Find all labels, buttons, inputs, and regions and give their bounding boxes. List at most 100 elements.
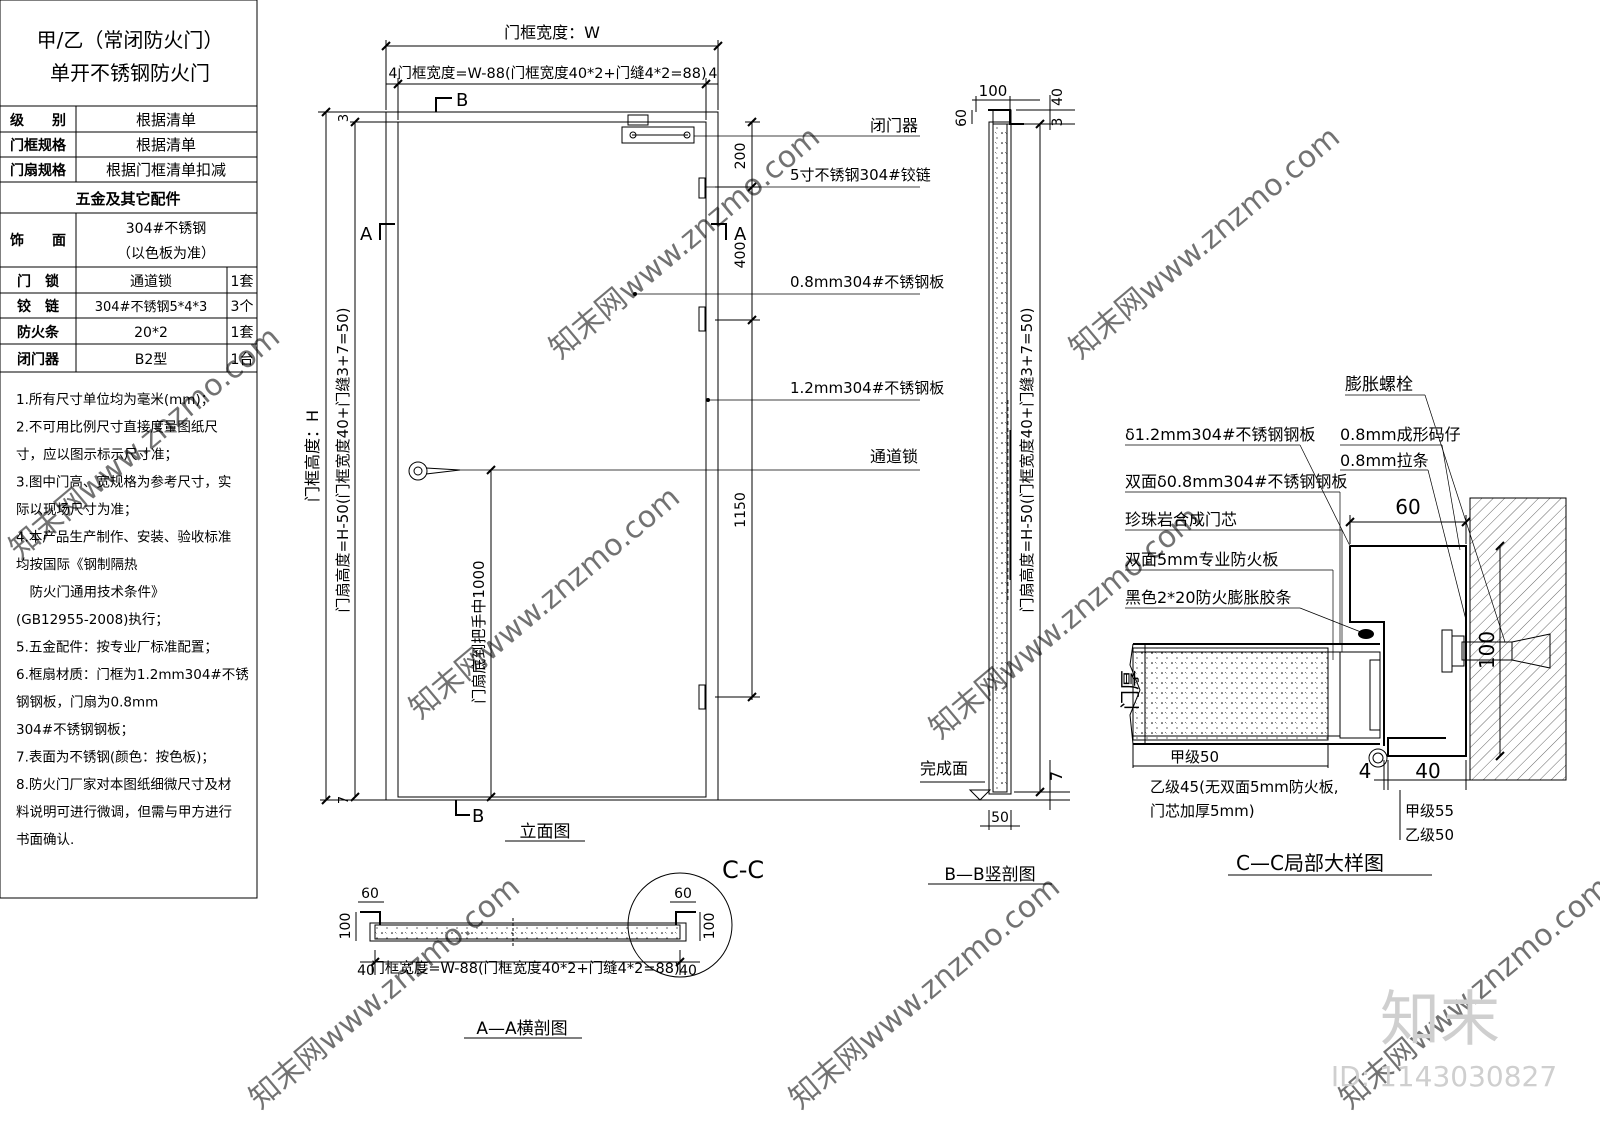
bb-dim-top-gap: 3 [1050, 118, 1066, 127]
aa-title: A—A横剖图 [476, 1019, 567, 1039]
cc-label-strip: 黑色2*20防火膨胀胶条 [1125, 588, 1292, 607]
hinge-bottom [698, 684, 706, 710]
bb-dim-bottom: 50 [991, 810, 1009, 826]
leaf-height-label: 门扇高度=H-50(门框宽度40+门缝3+7=50) [334, 307, 352, 612]
watermark-site-2: 知末网www.znzmo.com [1063, 120, 1347, 366]
note-line: 均按国际《钢制隔热 [16, 557, 138, 573]
door-closer [621, 114, 695, 144]
section-a-mark-left: A [360, 224, 373, 245]
hw-qty-closer: 1台 [231, 352, 254, 368]
section-b-mark-bottom: B [472, 806, 484, 827]
lock-handle [408, 461, 461, 481]
cc-dim-100: 100 [1475, 631, 1499, 669]
note-line: 钢钢板，门扇为0.8mm [16, 695, 158, 711]
finish-label: 饰 面 [10, 232, 66, 249]
aa-dim-100-right: 100 [702, 913, 718, 940]
aa-leaf-width: 门框宽度=W-88(门框宽度40*2+门缝4*2=88) [370, 960, 679, 977]
handle-height-label: 门扇底到把手中1000 [470, 560, 488, 703]
cc-label-strap: 0.8mm拉条 [1340, 451, 1429, 470]
cc-label-bolt: 膨胀螺栓 [1345, 375, 1413, 395]
bb-dim-top-right: 40 [1050, 88, 1066, 106]
aa-dim-40-right: 40 [679, 963, 697, 979]
cc-dim-40: 40 [1415, 759, 1440, 783]
hw-label-seal: 防火条 [17, 324, 60, 341]
hw-label-lock: 门 锁 [17, 273, 59, 290]
note-line: (GB12955-2008)执行； [16, 612, 169, 628]
hw-label-hinge: 铰 链 [17, 298, 60, 315]
top-gap-label: 3 [337, 114, 352, 122]
section-aa-view: 60 100 60 100 门框宽度=W-88(门框宽度40*2+门缝4*2=8… [338, 856, 764, 1039]
cc-grade-a-leaf: 甲级50 [1170, 748, 1219, 766]
hw-value-hinge: 304#不锈钢5*4*3 [95, 300, 208, 315]
bb-finish-floor: 完成面 [920, 759, 968, 778]
note-line: 寸，应以图示标示尺寸准； [16, 446, 178, 463]
section-a-mark-right: A [734, 224, 747, 245]
cc-dim-60: 60 [1395, 495, 1420, 519]
note-line: 防火门通用技术条件》 [16, 584, 165, 601]
watermark-id: ID: 1143030827 [1331, 1060, 1557, 1093]
cc-dim-4: 4 [1359, 759, 1372, 783]
hinge-middle [698, 306, 706, 332]
aa-dim-60-left: 60 [361, 886, 379, 902]
aa-dim-60-right: 60 [674, 886, 692, 902]
note-line: 7.表面为不锈钢(颜色：按色板)； [16, 749, 215, 766]
cc-label-clip: 0.8mm成形码仔 [1340, 425, 1461, 444]
note-line: 5.五金配件：按专业厂标准配置； [16, 640, 218, 656]
hw-qty-lock: 1套 [231, 274, 254, 290]
note-line: 际以现场尺寸为准； [16, 502, 138, 518]
note-line: 2.不可用比例尺寸直接度量图纸尺 [16, 419, 218, 436]
note-line: 书面确认. [16, 832, 74, 848]
cc-title: C—C局部大样图 [1236, 851, 1384, 875]
dim-400-label: 400 [733, 242, 749, 269]
cc-label-fire-board: 双面5mm专业防火板 [1125, 550, 1278, 569]
cc-grade-b-leaf-2: 门芯加厚5mm) [1150, 802, 1255, 820]
watermark-site-6: 知末网www.znzmo.com [783, 870, 1067, 1116]
hw-label-closer: 闭门器 [17, 351, 60, 368]
gap-right-label: 4 [709, 66, 718, 82]
dim-200-label: 200 [733, 143, 749, 170]
elevation-view: 闭门器 5寸不锈钢304#铰链 0.8mm304#不锈钢板 1.2mm304#不… [303, 23, 1010, 842]
note-line: 304#不锈钢钢板； [16, 722, 134, 738]
watermark-brand: 知末 [1380, 985, 1500, 1055]
note-line: 6.框扇材质：门框为1.2mm304#不锈 [16, 667, 249, 683]
cc-grade-b-frame: 乙级50 [1405, 826, 1454, 844]
cc-grade-a-frame: 甲级55 [1405, 802, 1454, 820]
section-b-mark-top: B [456, 90, 468, 111]
hw-value-closer: B2型 [135, 352, 168, 368]
callout-leaf-plate: 0.8mm304#不锈钢板 [790, 273, 944, 291]
hinge-top [698, 177, 706, 199]
finish-value-line1: 304#不锈钢 [126, 221, 206, 237]
dim-1150-label: 1150 [733, 492, 749, 528]
row-label-leaf: 门扇规格 [10, 162, 67, 179]
gap-left-label: 4 [389, 66, 398, 82]
watermark-site-3: 知末网www.znzmo.com [403, 480, 687, 726]
hardware-header: 五金及其它配件 [75, 190, 180, 208]
row-label-frame: 门框规格 [10, 137, 67, 154]
bottom-gap-label: 7 [337, 796, 352, 804]
bb-dim-bottom-gap: 7 [1047, 771, 1066, 781]
section-bb-view: 100 40 3 60 门扇高度=H-50(门框宽度40+门缝3+7=50) 7… [920, 82, 1075, 885]
bb-dim-side: 60 [954, 109, 970, 127]
leaf-width-label: 门框宽度=W-88(门框宽度40*2+门缝4*2=88) [397, 65, 706, 82]
hw-qty-seal: 1套 [231, 325, 254, 341]
cc-grade-b-leaf: 乙级45(无双面5mm防火板, [1150, 778, 1338, 796]
cc-label-frame-plate: δ1.2mm304#不锈钢钢板 [1125, 425, 1315, 444]
row-value-leaf: 根据门框清单扣减 [106, 161, 226, 179]
note-line: 1.所有尺寸单位均为毫米(mm)； [16, 391, 214, 408]
hw-qty-hinge: 3个 [231, 299, 254, 315]
callout-lock: 通道锁 [870, 447, 918, 466]
note-line: 8.防火门厂家对本图纸细微尺寸及材 [16, 776, 231, 793]
watermark-site-5: 知末网www.znzmo.com [243, 870, 527, 1116]
callout-closer: 闭门器 [870, 116, 918, 135]
note-line: 料说明可进行微调，但需与甲方进行 [16, 805, 232, 821]
watermark-site-1: 知末网www.znzmo.com [543, 120, 827, 366]
spec-table: 甲/乙（常闭防火门） 单开不锈钢防火门 级 别 根据清单 门框规格 根据清单 门… [0, 0, 258, 899]
note-line: 3.图中门高、宽规格为参考尺寸，实 [16, 474, 231, 491]
note-line: 4.本产品生产制作、安装、验收标准 [16, 530, 231, 546]
frame-height-label: 门框高度：H [303, 410, 322, 502]
row-label-grade: 级 别 [10, 112, 66, 129]
aa-dim-100-left: 100 [338, 913, 354, 940]
frame-width-label: 门框宽度：W [504, 23, 600, 42]
hw-value-lock: 通道锁 [130, 274, 172, 290]
